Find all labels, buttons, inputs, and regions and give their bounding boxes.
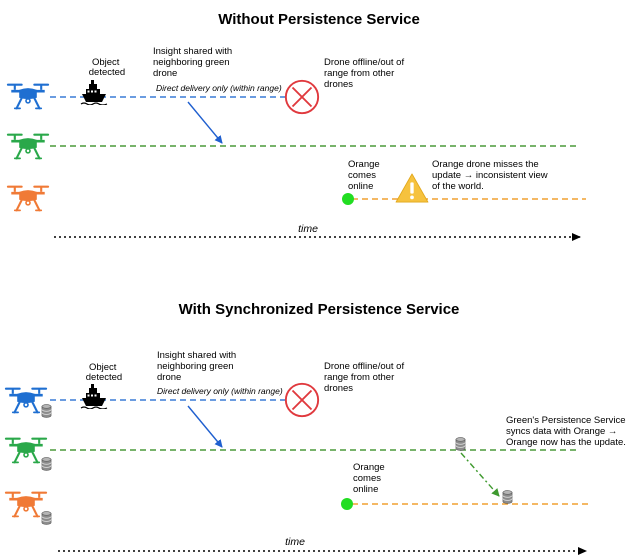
bottom-sync-label: Green's Persistence Service syncs data w…	[506, 415, 628, 448]
bottom-time-label: time	[285, 536, 305, 548]
top-offline-x-icon	[284, 79, 320, 115]
top-insight-arrow	[187, 101, 223, 144]
top-offline-label: Drone offline/out of range from other dr…	[324, 57, 407, 90]
bottom-offline-x-icon	[284, 382, 320, 418]
top-blue-drone-icon	[6, 82, 50, 110]
top-orange-drone-icon	[6, 184, 50, 212]
bottom-title: With Synchronized Persistence Service	[179, 301, 460, 318]
top-online-dot	[342, 193, 354, 205]
bottom-insight-label: Insight shared with neighboring green dr…	[157, 350, 239, 383]
bottom-orange-database-icon	[41, 511, 52, 525]
top-orange-online-label: Orange comes online	[348, 159, 382, 192]
top-time-label: time	[298, 223, 318, 235]
bottom-blue-database-icon	[41, 404, 52, 418]
bottom-offline-label: Drone offline/out of range from other dr…	[324, 361, 407, 394]
bottom-blue-drone-icon	[4, 386, 48, 414]
bottom-orange-online-label: Orange comes online	[353, 462, 387, 495]
top-misses-update-label: Orange drone misses the update → inconsi…	[432, 159, 550, 192]
top-insight-label: Insight shared with neighboring green dr…	[153, 46, 235, 79]
top-warning-icon	[395, 173, 429, 203]
bottom-green-sync-database-icon	[455, 437, 466, 451]
bottom-insight-arrow	[187, 405, 223, 448]
bottom-object-detected-label: Object detected	[86, 362, 122, 383]
bottom-green-database-icon	[41, 457, 52, 471]
bottom-direct-delivery-label: Direct delivery only (within range)	[157, 386, 283, 396]
bottom-online-dot	[341, 498, 353, 510]
top-green-drone-icon	[6, 132, 50, 160]
bottom-sync-arrow	[460, 452, 500, 497]
bottom-green-drone-icon	[4, 436, 48, 464]
top-ship-icon	[80, 79, 108, 105]
bottom-orange-sync-database-icon	[502, 490, 513, 504]
top-direct-delivery-label: Direct delivery only (within range)	[156, 83, 282, 93]
bottom-orange-drone-icon	[4, 490, 48, 518]
top-title: Without Persistence Service	[218, 11, 420, 28]
bottom-ship-icon	[80, 383, 108, 409]
top-object-detected-label: Object detected	[89, 57, 125, 78]
